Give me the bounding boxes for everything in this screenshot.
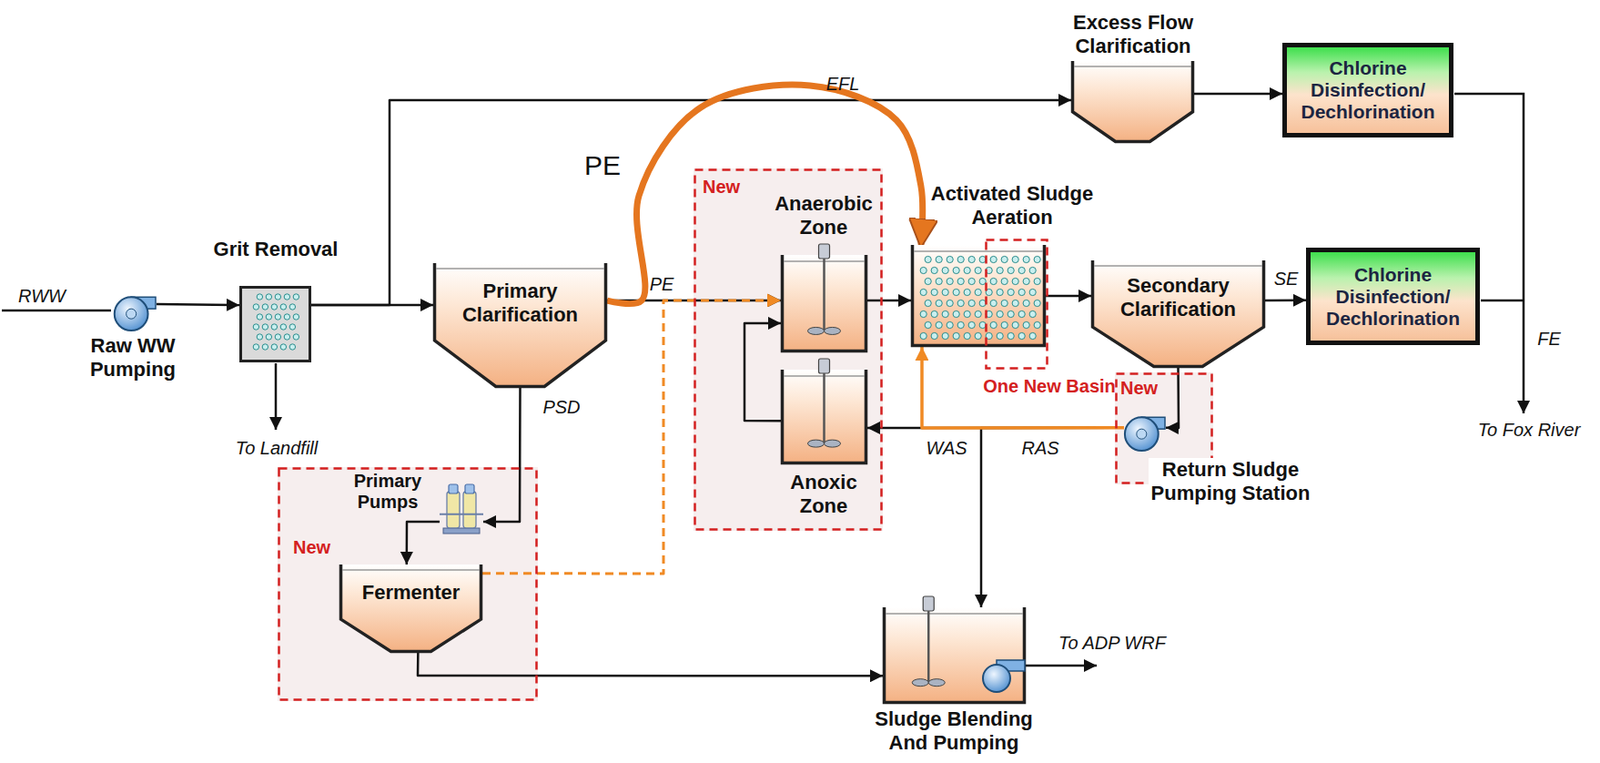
disinfection-box: Chlorine Disinfection/ Dechlorination xyxy=(1306,247,1480,345)
node-label: Primary Pumps xyxy=(340,470,436,513)
sludge-outline xyxy=(882,607,1026,704)
pump-symbol xyxy=(112,289,157,332)
stream-label: PE xyxy=(584,150,621,182)
tankmix-symbol xyxy=(780,369,868,465)
node-label: Chlorine Disinfection/ Dechlorination xyxy=(1288,57,1448,123)
ppumps-outline xyxy=(439,482,484,536)
pump-symbol xyxy=(1124,409,1166,452)
disinfection-box: Chlorine Disinfection/ Dechlorination xyxy=(1282,42,1454,138)
pump-station: Raw WW Pumping xyxy=(78,289,188,381)
stream-label: PSD xyxy=(542,396,580,418)
flow-pipe xyxy=(1265,299,1307,303)
flow-pipe xyxy=(744,323,781,421)
node-label: Raw WW Pumping xyxy=(78,334,188,382)
mixed-tank: Anaerobic Zone xyxy=(769,191,879,353)
new-area: Return Sludge Pumping StationNew xyxy=(1114,372,1214,485)
mixed-tank: Anoxic Zone xyxy=(776,369,871,519)
inlet-pipe xyxy=(1,309,112,313)
new-area: Primary PumpsFermenter New xyxy=(277,466,538,701)
stream-label: RAS xyxy=(1021,437,1059,459)
flow-pipe xyxy=(867,299,912,303)
clar-outline xyxy=(1071,60,1195,143)
pump-icon: Primary Pumps xyxy=(340,467,484,536)
flow-pipe xyxy=(483,387,521,522)
tankmix-outline xyxy=(780,254,868,353)
flow-label: FE xyxy=(1537,328,1561,350)
node-label: New xyxy=(293,536,348,558)
flow-pipe xyxy=(417,652,883,676)
node-label: Anaerobic Zone xyxy=(769,192,879,240)
aer-symbol xyxy=(911,244,1046,347)
pump-outline xyxy=(1124,409,1166,452)
grit-outline xyxy=(239,285,312,363)
tankmix-symbol xyxy=(780,254,868,353)
flow-label: To Fox River xyxy=(1478,419,1581,441)
node-label: Secondary Clarification xyxy=(1095,273,1261,322)
clar-symbol xyxy=(1071,60,1195,143)
aeration-tank: Activated Sludge Aeration xyxy=(911,180,1094,347)
sludge-outlet-pipe xyxy=(1025,664,1097,668)
clarifier: Excess Flow Clarification xyxy=(1042,10,1225,143)
clar-outline xyxy=(339,564,483,653)
node-label: Activated Sludge Aeration xyxy=(930,182,1094,230)
flow-label: RWW xyxy=(18,285,66,307)
grit-tank: Grit Removal xyxy=(193,236,358,363)
aer-outline xyxy=(911,244,1046,347)
ppumps-symbol xyxy=(439,482,484,536)
sludge-symbol xyxy=(882,607,1026,704)
clar-symbol xyxy=(339,564,483,653)
stream-label: WAS xyxy=(925,437,967,459)
node-label: New xyxy=(1120,377,1168,399)
flow-pipe xyxy=(1194,92,1283,96)
dashed-outline xyxy=(984,238,1049,370)
grit-outlet-pipe xyxy=(274,363,278,430)
pump-outline xyxy=(112,289,157,332)
node-label: New xyxy=(702,176,758,198)
node-label: Return Sludge Pumping Station xyxy=(1148,457,1313,506)
carbon-feed-line xyxy=(607,84,923,304)
grit-symbol xyxy=(239,285,312,363)
dashed-symbol xyxy=(984,238,1049,370)
clarifier: Primary Clarification xyxy=(433,263,608,388)
tankmix-outline xyxy=(780,369,868,465)
flow-label: To ADP WRF xyxy=(1058,632,1166,654)
pump-station: Return Sludge Pumping Station xyxy=(1124,409,1313,506)
new-area: Anaerobic ZoneAnoxic Zone New xyxy=(693,168,883,531)
stream-label: EFL xyxy=(826,73,861,95)
node-label: Fermenter xyxy=(344,580,478,605)
stream-label: PE xyxy=(649,273,675,295)
node-label: Excess Flow Clarification xyxy=(1042,10,1225,59)
effluent-pipe xyxy=(1480,299,1524,303)
flow-pipe xyxy=(981,427,1125,608)
node-label: Sludge Blending And Pumping xyxy=(862,707,1045,755)
stream-label: SE xyxy=(1274,268,1299,290)
flow-pipe xyxy=(406,521,440,565)
clarifier: Secondary Clarification xyxy=(1091,260,1266,368)
flow-pipe xyxy=(1045,294,1092,298)
new-area-fill xyxy=(693,168,883,531)
node-label: One New Basin xyxy=(982,375,1116,397)
blending-tank: Sludge Blending And Pumping xyxy=(862,607,1045,756)
node-label: Anoxic Zone xyxy=(776,470,871,518)
flow-label: To Landfill xyxy=(235,437,318,459)
node-label: Primary Clarification xyxy=(437,279,603,327)
fermenter-tank: Fermenter xyxy=(339,564,483,653)
carbon-feed-line xyxy=(921,346,1125,428)
node-label: Grit Removal xyxy=(193,237,358,262)
node-label: Chlorine Disinfection/ Dechlorination xyxy=(1312,263,1474,330)
flow-pipe xyxy=(156,303,240,306)
flow-pipe xyxy=(1165,367,1179,428)
new-area-fill xyxy=(277,466,538,701)
